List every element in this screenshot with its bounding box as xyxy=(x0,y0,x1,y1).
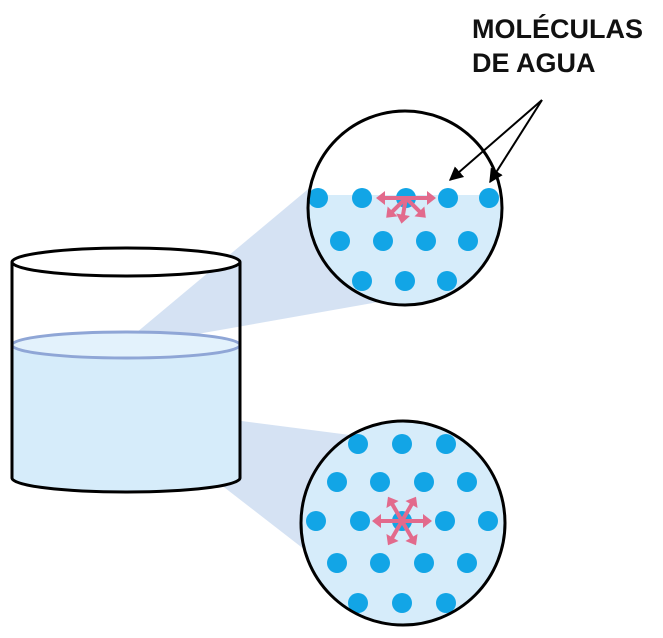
molecule xyxy=(327,472,347,492)
molecule xyxy=(438,188,458,208)
molecule xyxy=(350,511,370,531)
molecule xyxy=(330,231,350,251)
molecules-label-line1: MOLÉCULAS xyxy=(472,13,643,44)
force-arrow xyxy=(396,197,410,224)
molecule xyxy=(457,553,477,573)
molecule xyxy=(392,434,412,454)
molecule xyxy=(414,553,434,573)
molecule xyxy=(436,593,456,613)
molecules-label: MOLÉCULAS DE AGUA xyxy=(472,13,651,78)
beaker-water-surface xyxy=(10,330,242,360)
molecule xyxy=(373,231,393,251)
molecule xyxy=(435,511,455,531)
molecule xyxy=(478,511,498,531)
molecule xyxy=(414,472,434,492)
force-arrow xyxy=(406,191,436,205)
force-arrow xyxy=(372,514,402,528)
molecule xyxy=(352,271,372,291)
force-arrow xyxy=(400,519,418,546)
beaker-icon xyxy=(10,246,242,494)
beaker-water xyxy=(12,345,240,492)
surface-molecules xyxy=(308,188,499,291)
force-arrow xyxy=(386,519,404,546)
force-arrow xyxy=(386,496,404,523)
molecule xyxy=(327,553,347,573)
molecule xyxy=(370,553,390,573)
molecule xyxy=(479,188,499,208)
molecule xyxy=(348,434,368,454)
molecule xyxy=(370,472,390,492)
bulk-molecules xyxy=(306,434,498,613)
bulk-force-arrows xyxy=(372,496,432,546)
bulk-magnifier-icon xyxy=(299,419,507,627)
label-pointer-arrow-left xyxy=(448,99,543,181)
molecule xyxy=(458,231,478,251)
molecule xyxy=(348,593,368,613)
surface-force-arrows xyxy=(376,191,436,224)
molecule xyxy=(308,188,328,208)
molecule xyxy=(352,188,372,208)
force-arrow xyxy=(400,496,418,523)
beaker-wall xyxy=(10,262,242,494)
molecule xyxy=(395,271,415,291)
force-arrow xyxy=(376,191,406,205)
molecule xyxy=(392,593,412,613)
label-pointer-arrow-right xyxy=(489,99,543,184)
molecules-label-line2: DE AGUA xyxy=(472,48,596,78)
molecule xyxy=(306,511,326,531)
molecule xyxy=(437,271,457,291)
molecule xyxy=(457,472,477,492)
force-arrow xyxy=(402,514,432,528)
force-arrow xyxy=(404,196,426,218)
molecule xyxy=(436,434,456,454)
beaker-rim xyxy=(10,246,242,278)
molecule xyxy=(416,231,436,251)
force-arrow xyxy=(386,196,408,218)
